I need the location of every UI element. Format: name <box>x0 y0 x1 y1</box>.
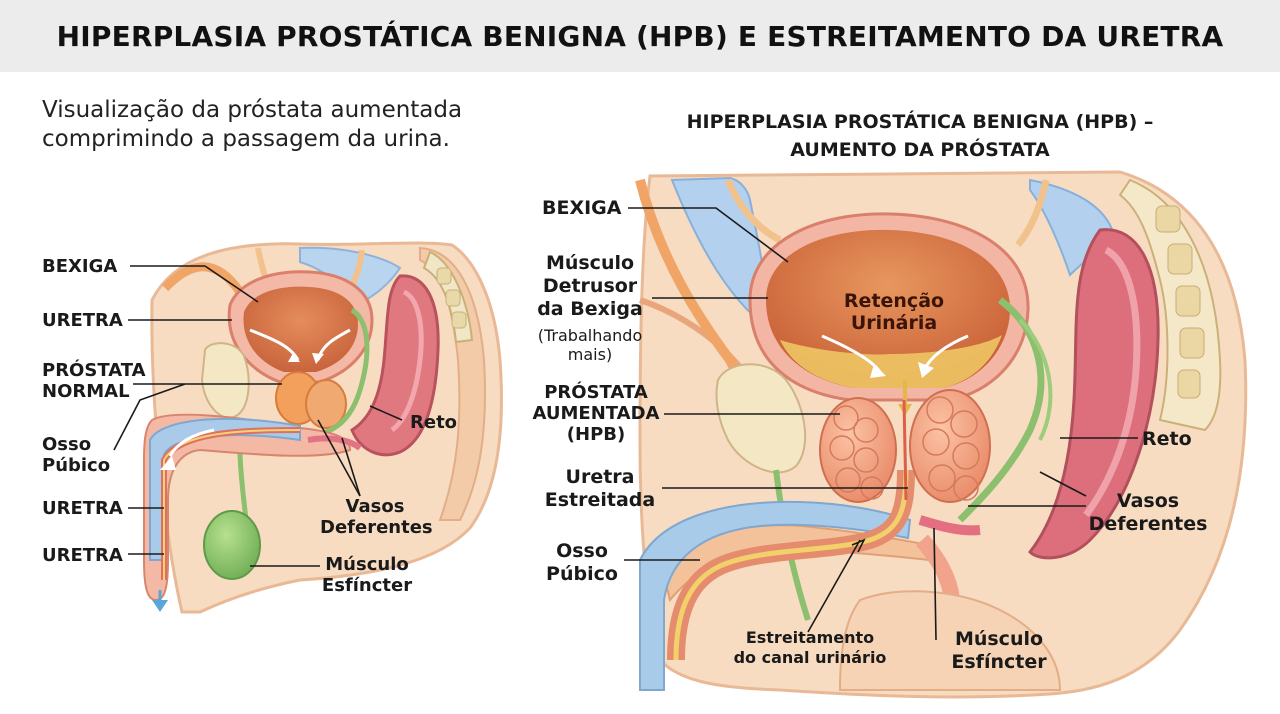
left-prostate <box>275 371 347 429</box>
label-left-bexiga: BEXIGA <box>42 256 118 277</box>
left-spine <box>422 250 474 344</box>
label-right-musculo-line-1: Músculo <box>954 628 1044 650</box>
subtitle: Visualização da próstata aumentada compr… <box>42 96 502 154</box>
label-left-vasos-line-1: Vasos <box>345 496 405 517</box>
subtitle-line-2: comprimindo a passagem da urina. <box>42 126 450 152</box>
label-right-estreitamento-line-1: Estreitamento <box>745 628 875 647</box>
label-right-prostata-aumentada: PRÓSTATA AUMENTADA (HPB) <box>530 382 662 445</box>
right-panel-title-line-1: HIPERPLASIA PROSTÁTICA BENIGNA (HPB) – <box>686 111 1154 133</box>
label-right-osso-pubico: Osso Púbico <box>540 540 624 586</box>
label-right-uretra-line-1: Uretra <box>565 466 635 488</box>
right-pubic-bone <box>715 363 807 474</box>
label-right-prostata-line-3: (HPB) <box>566 424 626 445</box>
label-right-musculo-detrusor: Músculo Detrusor da Bexiga <box>524 252 656 321</box>
label-right-estreitamento: Estreitamento do canal urinário <box>732 628 888 668</box>
label-right-estreitamento-line-2: do canal urinário <box>733 648 887 667</box>
label-right-detrusor-note: (Trabalhando mais) <box>524 326 656 364</box>
label-left-uretra-low: URETRA <box>42 545 123 566</box>
label-right-musculo-line-2: Esfíncter <box>951 651 1047 673</box>
label-left-musculo-line-2: Esfíncter <box>321 575 413 596</box>
left-rectum <box>350 274 440 457</box>
label-right-retencao-line-1: Retenção <box>843 290 945 312</box>
label-left-osso-line-1: Osso <box>42 434 92 455</box>
label-right-uretra-estreitada: Uretra Estreitada <box>536 466 664 512</box>
label-right-osso-line-2: Púbico <box>546 563 618 585</box>
label-right-prostata-line-1: PRÓSTATA <box>544 382 648 403</box>
label-left-musculo-line-1: Músculo <box>325 554 409 575</box>
right-prostate <box>819 389 991 503</box>
subtitle-line-1: Visualização da próstata aumentada <box>42 97 463 123</box>
label-left-osso-pubico: Osso Púbico <box>42 434 110 476</box>
label-left-vasos-line-2: Deferentes <box>320 517 433 538</box>
label-left-osso-line-2: Púbico <box>42 455 111 476</box>
label-right-detrusor-line-2: Detrusor <box>542 275 638 297</box>
page-title: HIPERPLASIA PROSTÁTICA BENIGNA (HPB) E E… <box>56 20 1224 53</box>
left-pubic-bone <box>200 342 250 419</box>
label-right-vasos-line-2: Deferentes <box>1088 513 1208 535</box>
left-testis <box>203 510 261 580</box>
label-left-uretra-mid: URETRA <box>42 498 123 519</box>
label-right-retencao-line-2: Urinária <box>850 312 938 334</box>
label-right-reto: Reto <box>1142 428 1192 450</box>
label-right-detrusor-line-1: Músculo <box>545 252 635 274</box>
right-bladder <box>748 212 1030 416</box>
label-left-reto: Reto <box>410 412 458 433</box>
right-spine <box>1118 178 1222 432</box>
label-right-prostata-line-2: AUMENTADA <box>532 403 660 424</box>
label-right-osso-line-1: Osso <box>556 540 608 562</box>
label-left-musculo-esfincter: Músculo Esfíncter <box>320 554 414 596</box>
label-left-uretra-top: URETRA <box>42 310 123 331</box>
right-panel-title-line-2: AUMENTO DA PRÓSTATA <box>790 139 1050 161</box>
label-right-musculo-esfincter: Músculo Esfíncter <box>944 628 1054 674</box>
label-left-vasos-deferentes: Vasos Deferentes <box>320 496 433 538</box>
right-rectum <box>1028 228 1160 560</box>
label-right-bexiga: BEXIGA <box>542 197 622 219</box>
right-panel-title: HIPERPLASIA PROSTÁTICA BENIGNA (HPB) – A… <box>600 108 1240 164</box>
label-right-vasos-line-1: Vasos <box>1116 490 1180 512</box>
left-anatomy <box>143 241 503 614</box>
label-right-detrusor-line-3: da Bexiga <box>537 298 643 320</box>
label-left-prostata-line-1: PRÓSTATA <box>42 360 146 381</box>
label-right-vasos-deferentes: Vasos Deferentes <box>1084 490 1212 536</box>
right-leader-lines <box>624 207 1138 641</box>
left-bladder <box>227 270 374 384</box>
label-right-detrusor-note-line-2: mais) <box>567 345 613 364</box>
label-right-detrusor-note-line-1: (Trabalhando <box>537 326 643 345</box>
left-leader-lines <box>113 265 403 567</box>
label-left-prostata-normal: PRÓSTATA NORMAL <box>42 360 146 402</box>
label-left-prostata-line-2: NORMAL <box>42 381 130 402</box>
title-bar <box>0 0 1280 72</box>
label-right-retencao-urinaria: Retenção Urinária <box>826 290 962 334</box>
label-right-uretra-line-2: Estreitada <box>544 489 656 511</box>
